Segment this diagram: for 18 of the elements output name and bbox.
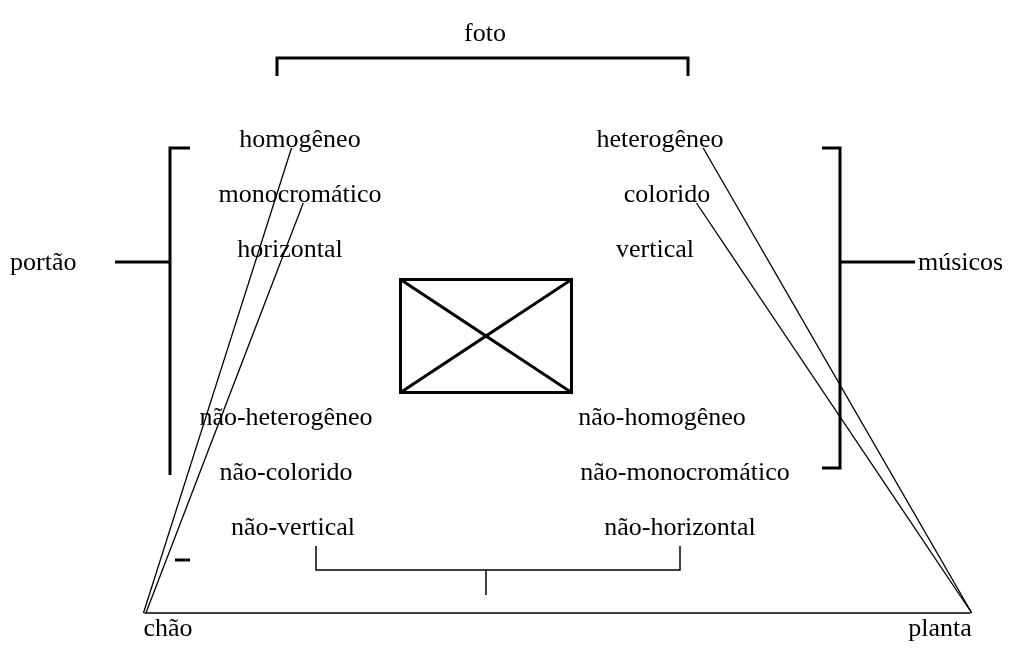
bracket-label: portão <box>10 247 77 277</box>
term-label: não-homogêneo <box>578 402 746 432</box>
term-label: não-vertical <box>230 512 356 542</box>
term-label: planta <box>908 613 972 643</box>
leader-line <box>145 202 304 614</box>
term-label: vertical <box>616 234 694 264</box>
bracket-label: foto <box>464 18 506 48</box>
term-label: homogêneo <box>239 124 361 154</box>
term-label: não-horizontal <box>604 512 756 542</box>
term-label: não-monocromático <box>580 457 790 487</box>
leader-line <box>143 612 972 614</box>
leader-line <box>142 147 293 614</box>
crossed-box <box>399 278 573 394</box>
term-label: heterogêneo <box>596 124 724 154</box>
bracket-label: músicos <box>918 247 1004 277</box>
term-label: não-colorido <box>219 457 353 487</box>
term-label: colorido <box>623 179 711 209</box>
term-label: chão <box>143 613 193 643</box>
